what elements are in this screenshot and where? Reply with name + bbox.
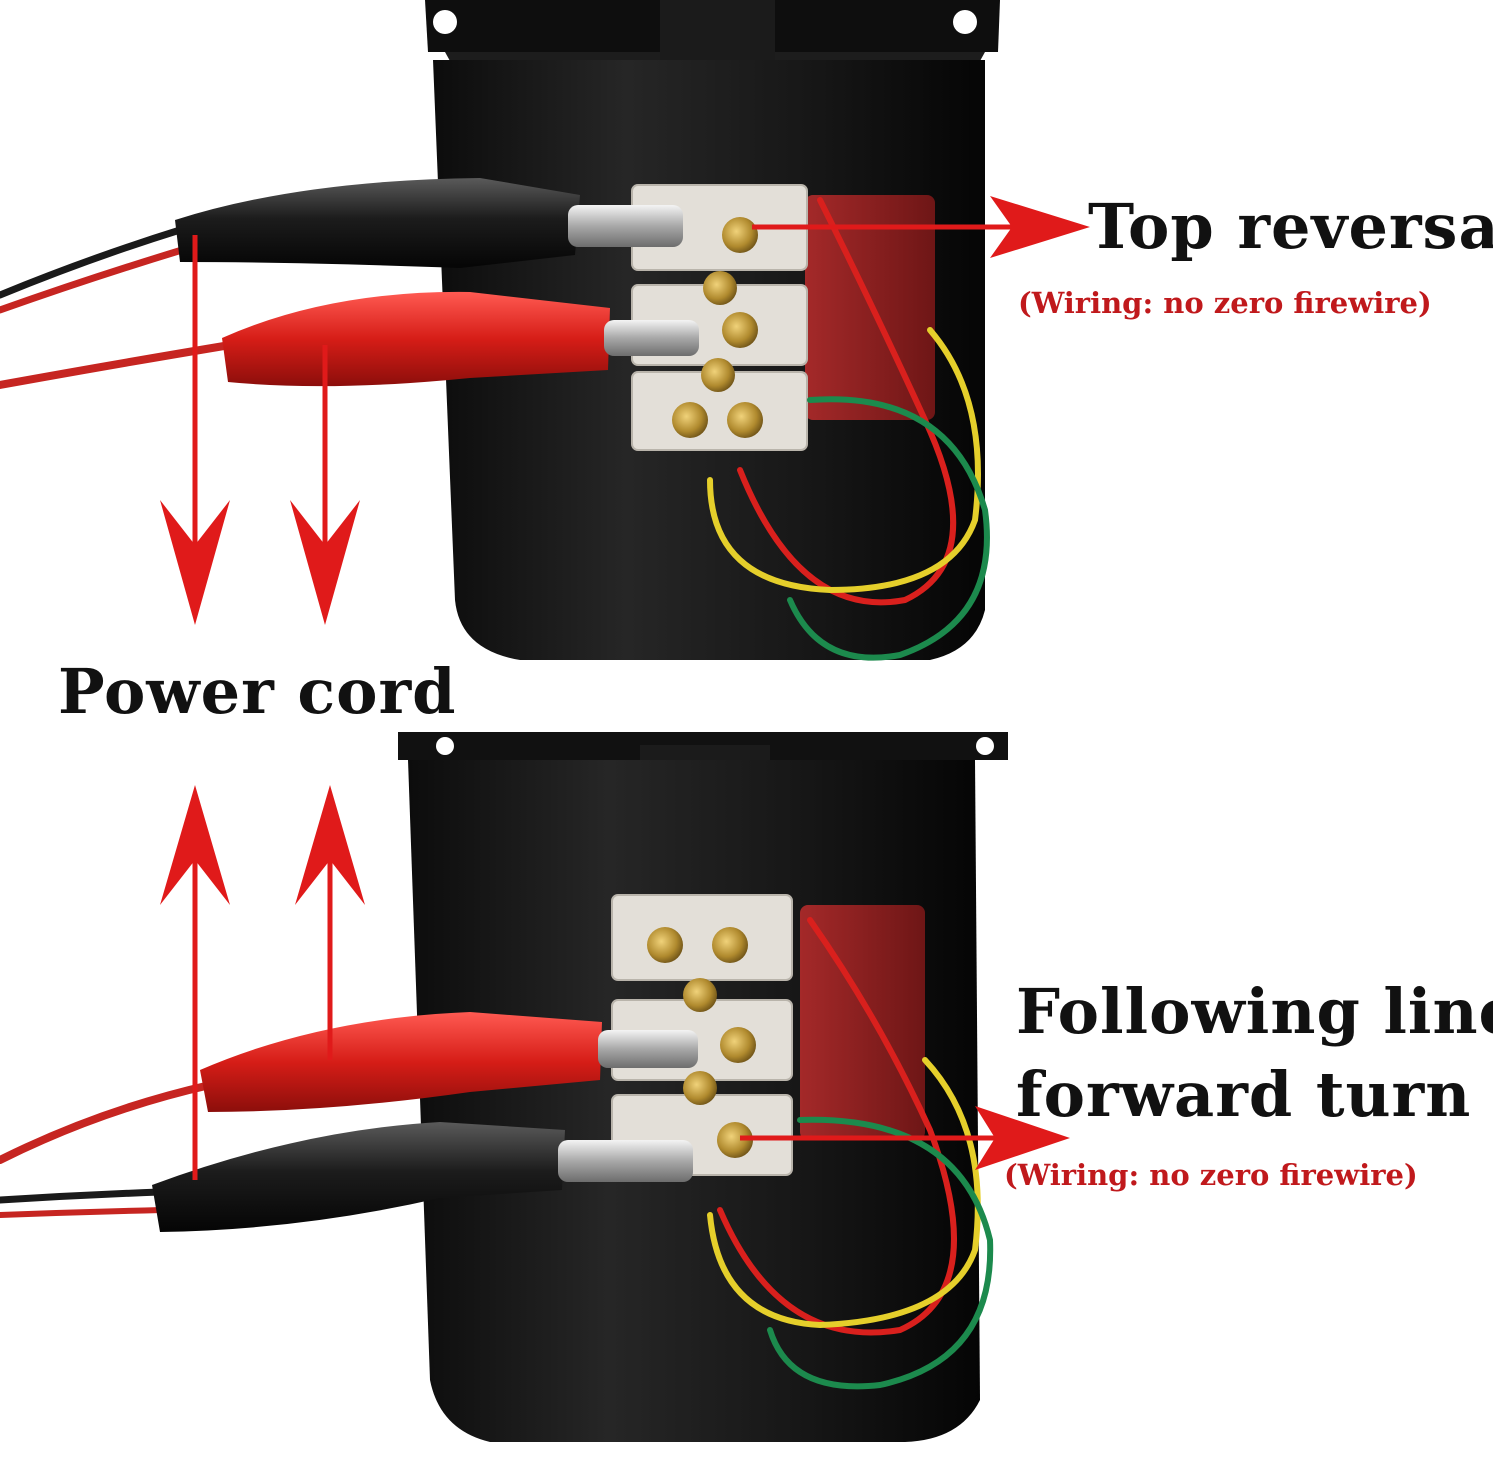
alligator-clip-icon xyxy=(222,291,610,387)
screw-icon xyxy=(647,927,683,963)
screw-icon xyxy=(712,927,748,963)
power-cord-arrows-bottom xyxy=(160,785,365,1180)
red-arrow-icon xyxy=(990,196,1090,258)
terminal-row-1 xyxy=(611,894,793,981)
screw-icon xyxy=(683,1071,717,1105)
bottom-motor-screw-hole-right xyxy=(976,737,994,755)
red-arrow-icon xyxy=(295,785,365,905)
bottom-black-clip xyxy=(152,1122,693,1232)
top-motor-screw-hole-right xyxy=(953,10,977,34)
alligator-clip-icon xyxy=(175,178,580,268)
power-cord-arrows-top xyxy=(160,235,360,625)
clip-metal-jaw xyxy=(604,320,699,356)
red-arrow-icon xyxy=(975,1106,1070,1170)
alligator-clip-icon xyxy=(152,1122,565,1232)
bottom-red-clip xyxy=(200,1012,698,1112)
screw-icon xyxy=(717,1122,753,1158)
top-red-clip xyxy=(222,291,699,387)
screw-icon xyxy=(672,402,708,438)
power-cord-label: Power cord xyxy=(58,655,457,728)
bottom-motor-screw-hole-left xyxy=(436,737,454,755)
top-wiring-note: (Wiring: no zero firewire) xyxy=(1018,286,1432,320)
screw-icon xyxy=(722,312,758,348)
top-power-wires xyxy=(0,226,234,389)
top-motor-screw-hole-left xyxy=(433,10,457,34)
clip-metal-jaw xyxy=(568,205,683,247)
screw-icon xyxy=(727,402,763,438)
top-motor-leads xyxy=(707,197,990,661)
alligator-clip-icon xyxy=(200,1012,602,1112)
top-reversal-label: Top reversal xyxy=(1088,190,1493,263)
screw-icon xyxy=(720,1027,756,1063)
following-line-label: Following line xyxy=(1016,975,1493,1048)
screw-icon xyxy=(683,978,717,1012)
clip-metal-jaw xyxy=(558,1140,693,1182)
bottom-capacitor xyxy=(800,905,925,1140)
forward-turn-label: forward turn xyxy=(1016,1058,1472,1131)
bottom-wiring-note: (Wiring: no zero firewire) xyxy=(1004,1158,1418,1192)
red-arrow-icon xyxy=(290,500,360,625)
top-reversal-arrow xyxy=(752,196,1090,258)
bottom-forward-arrow xyxy=(740,1106,1070,1170)
bottom-power-wires xyxy=(0,1081,214,1218)
clip-metal-jaw xyxy=(598,1030,698,1068)
red-arrow-icon xyxy=(160,785,230,905)
screw-icon xyxy=(722,217,758,253)
red-arrow-icon xyxy=(160,500,230,625)
top-black-clip xyxy=(175,178,683,268)
screw-icon xyxy=(703,271,737,305)
screw-icon xyxy=(701,358,735,392)
